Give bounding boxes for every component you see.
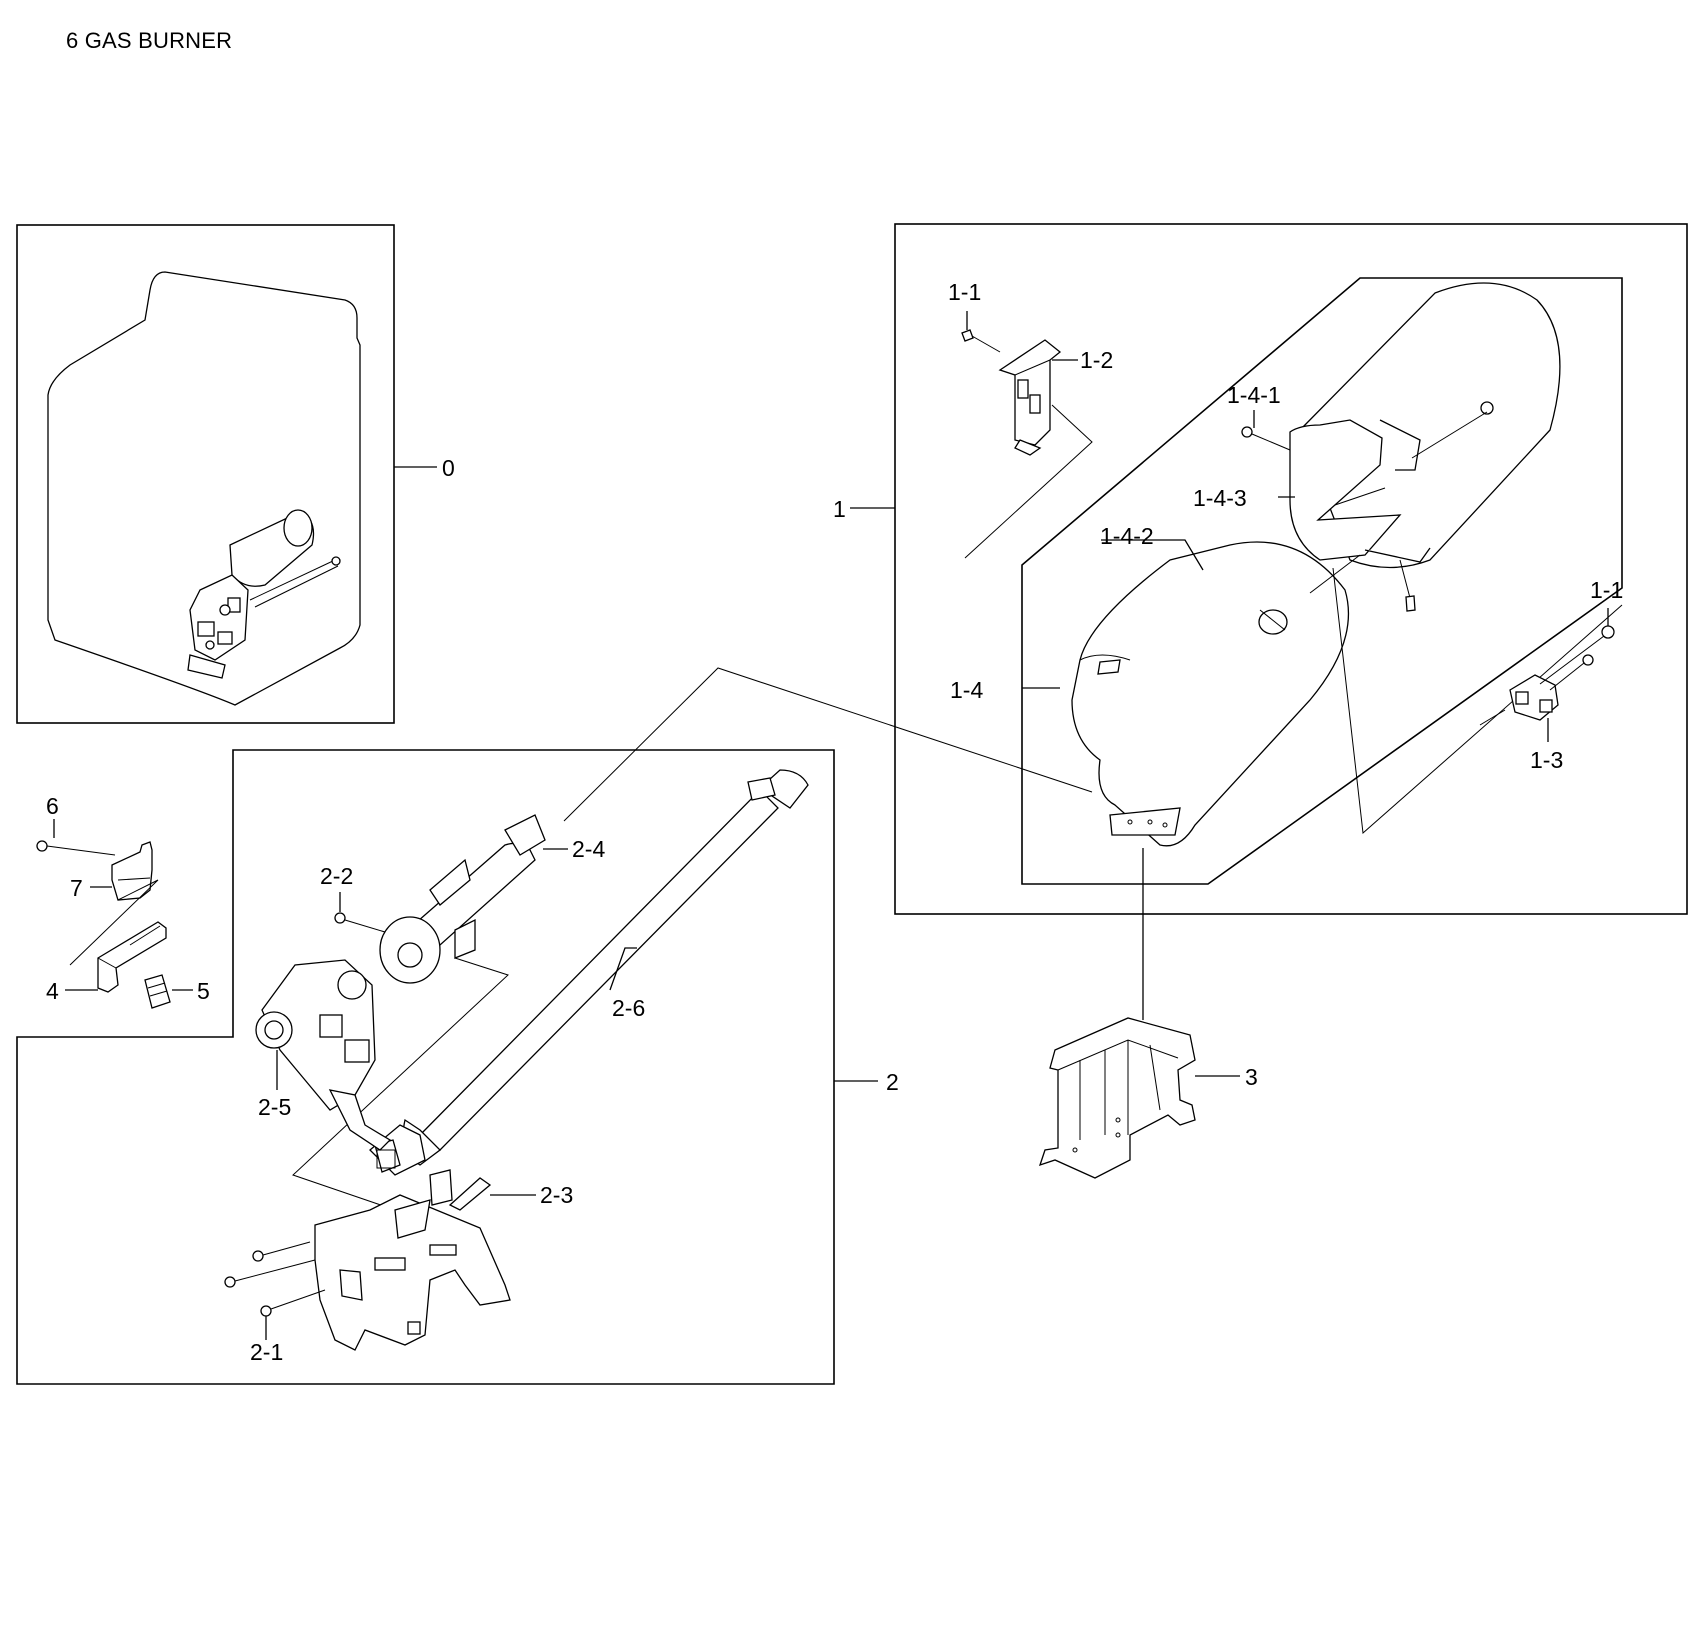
gas-valve-frame [16,749,835,1385]
screw-icon [224,1259,316,1288]
page-title: 6 GAS BURNER [66,28,233,53]
assembly-overview-group: 0 [16,224,455,724]
screw-icon [961,329,1001,353]
valve-bracket-part [314,1169,511,1351]
leader-line [563,667,1093,822]
burner-tube-lower-cylinder [1071,541,1361,847]
assembly-overview-frame [16,224,395,724]
igniter-part [1479,674,1559,726]
screw-icon [1241,426,1291,451]
burner-assembly-thumbnail [187,509,341,679]
burner-mount-bracket-part [1038,1017,1196,1179]
screw-icon [36,840,116,856]
label-7: 7 [70,875,83,901]
combustion-chamber-group: 1 1-4 1-1 1-2 [833,223,1688,915]
label-1-4: 1-4 [950,677,983,703]
label-1-2: 1-2 [1080,347,1113,373]
label-1-4-3: 1-4-3 [1193,485,1247,511]
label-2: 2 [886,1069,899,1095]
screw-icon [260,1289,326,1317]
label-1: 1 [833,496,846,522]
small-parts-group: 7 6 4 5 [36,793,210,1009]
screw-icon [1539,625,1615,685]
label-2-2: 2-2 [320,863,353,889]
manifold-tube-part [369,769,809,1176]
screw-icon [1549,654,1594,691]
flame-sensor-part [97,921,167,993]
gas-valve-part [255,959,392,1151]
burner-body-part [379,814,546,984]
label-0: 0 [442,455,455,481]
mounting-bracket-part [998,339,1062,456]
label-5: 5 [197,978,210,1004]
gas-valve-group: 2 2-6 2-4 2-2 [16,749,899,1385]
label-2-6: 2-6 [612,995,645,1021]
clip-part [111,841,153,901]
chamber-subassembly-frame [1021,277,1623,885]
grille-part [144,974,171,1009]
label-1-1-top: 1-1 [948,279,981,305]
combustion-chamber-frame [894,223,1688,915]
label-2-1: 2-1 [250,1339,283,1365]
label-6: 6 [46,793,59,819]
label-2-3: 2-3 [540,1182,573,1208]
screw-icon [334,912,386,933]
label-3: 3 [1245,1064,1258,1090]
label-1-4-1: 1-4-1 [1227,382,1281,408]
dryer-cabinet-outline [47,271,361,706]
label-2-4: 2-4 [572,836,605,862]
label-4: 4 [46,978,59,1004]
screw-icon [252,1241,311,1262]
label-1-3: 1-3 [1530,747,1563,773]
burner-mount-bracket-group: 3 [1038,848,1258,1179]
label-1-4-2: 1-4-2 [1100,523,1154,549]
label-2-5: 2-5 [258,1094,291,1120]
burner-tube-upper-cylinder [1289,282,1561,569]
screw-icon [1399,559,1416,612]
label-1-1-right: 1-1 [1590,577,1623,603]
